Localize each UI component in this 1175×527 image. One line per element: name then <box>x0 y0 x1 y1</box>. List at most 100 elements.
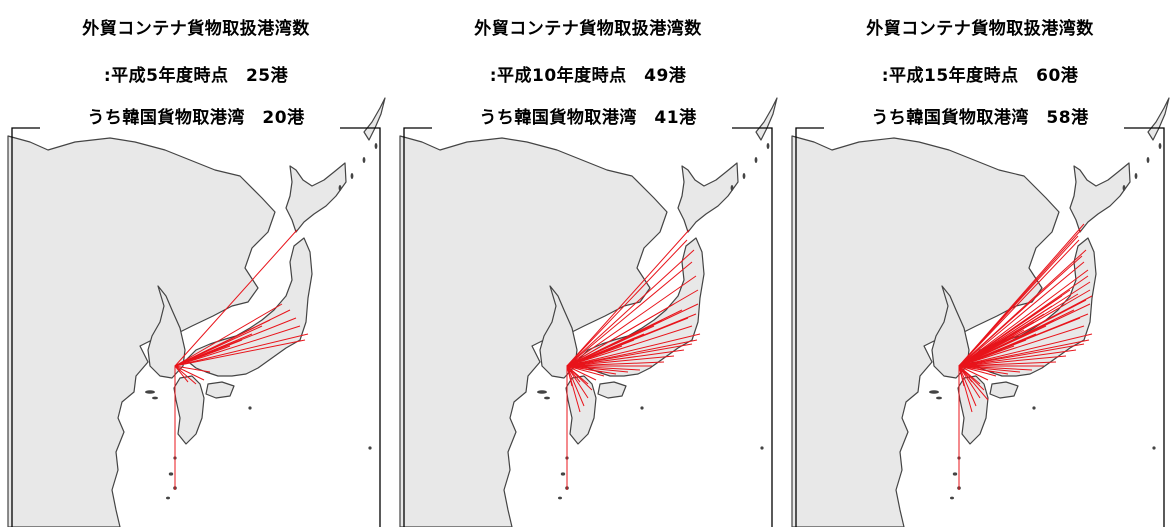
island <box>950 496 954 500</box>
land-hokkaido <box>677 162 739 233</box>
route-line <box>958 343 1085 367</box>
route-line <box>174 325 263 367</box>
island <box>742 173 746 179</box>
route-line <box>958 365 981 399</box>
route-line <box>174 365 205 381</box>
island <box>166 496 170 500</box>
island <box>1146 157 1150 163</box>
map-panel-h15: 外貿コンテナ貨物取扱港湾数 :平成15年度時点 60港 うち韓国貨物取港湾 58… <box>784 0 1175 527</box>
route-line <box>566 343 693 367</box>
island <box>1032 406 1036 410</box>
route-line <box>958 365 1033 371</box>
route-line <box>566 275 697 367</box>
frame-left <box>795 127 824 527</box>
island <box>730 185 734 191</box>
route-line <box>958 333 1093 367</box>
route-line <box>566 303 699 367</box>
land-shikoku <box>989 381 1019 399</box>
route-line <box>958 239 1080 367</box>
route-line <box>958 365 985 391</box>
island <box>338 185 342 191</box>
route-line <box>566 365 573 387</box>
route-line <box>174 333 309 367</box>
island <box>248 406 252 410</box>
panel-title: 外貿コンテナ貨物取扱港湾数 <box>474 19 702 39</box>
land-sakhalin <box>755 97 778 141</box>
route-line <box>566 333 701 367</box>
frame-right <box>1124 127 1165 527</box>
land-kyushu <box>957 375 989 445</box>
land-sakhalin <box>1147 97 1170 141</box>
panel-period: :平成15年度時点 60港 <box>881 66 1079 86</box>
island <box>560 472 566 476</box>
route-line <box>958 365 989 381</box>
route-line <box>566 365 641 371</box>
route-line <box>174 365 197 385</box>
frame-left <box>11 127 40 527</box>
route-line <box>958 261 1085 367</box>
island <box>544 396 550 400</box>
frame-right <box>732 127 773 527</box>
route-line <box>566 249 695 367</box>
frame-left <box>403 127 432 527</box>
island <box>362 157 366 163</box>
route-line <box>958 361 1057 367</box>
land-mainland <box>7 135 276 527</box>
island <box>640 406 644 410</box>
route-line <box>958 235 1079 367</box>
route-line <box>566 261 693 367</box>
route-line <box>958 349 1077 367</box>
route-line <box>958 365 1009 375</box>
route-line <box>566 349 685 367</box>
island <box>929 390 939 394</box>
route-line <box>566 325 693 367</box>
panel-korea-ports: うち韓国貨物取港湾 20港 <box>87 108 305 128</box>
panel-title: 外貿コンテナ貨物取扱港湾数 <box>82 19 310 39</box>
island <box>168 472 174 476</box>
route-line <box>958 303 1091 367</box>
route-line <box>566 365 585 407</box>
route-line <box>958 339 1090 367</box>
land-kyushu <box>173 375 205 445</box>
map-panel-h5: 外貿コンテナ貨物取扱港湾数 :平成5年度時点 25港 うち韓国貨物取港湾 20港 <box>0 0 392 527</box>
panel-period: :平成10年度時点 49港 <box>489 66 687 86</box>
route-line <box>958 313 1089 367</box>
route-line <box>958 341 1001 367</box>
land-korea <box>931 285 970 379</box>
route-line <box>566 339 698 367</box>
island <box>368 446 372 450</box>
map-h5 <box>0 0 392 527</box>
island <box>1134 173 1138 179</box>
map-h15 <box>784 0 1175 527</box>
route-line <box>566 365 617 375</box>
route-line <box>958 255 1083 367</box>
land-sakhalin <box>363 97 386 141</box>
island <box>936 396 942 400</box>
island <box>374 143 378 149</box>
land-mainland <box>399 135 668 527</box>
route-line <box>958 325 1085 367</box>
route-line <box>958 365 1021 373</box>
route-line <box>566 239 688 367</box>
route-line <box>174 365 189 383</box>
panel-title: 外貿コンテナ貨物取扱港湾数 <box>866 19 1094 39</box>
land-kyushu <box>565 375 597 445</box>
route-line <box>958 355 1067 367</box>
route-line <box>566 365 593 391</box>
route-line <box>566 365 605 377</box>
route-line <box>958 365 997 377</box>
land-mainland <box>791 135 1060 527</box>
island <box>952 472 958 476</box>
route-line <box>958 269 1089 367</box>
route-line <box>174 357 197 367</box>
panel-korea-ports: うち韓国貨物取港湾 58港 <box>871 108 1089 128</box>
route-line <box>174 229 298 367</box>
route-line <box>174 303 283 367</box>
island <box>558 496 562 500</box>
island <box>754 157 758 163</box>
island <box>350 173 354 179</box>
route-line <box>566 365 589 399</box>
panel-korea-ports: うち韓国貨物取港湾 41港 <box>479 108 697 128</box>
route-line <box>174 325 301 367</box>
route-line <box>174 339 306 367</box>
